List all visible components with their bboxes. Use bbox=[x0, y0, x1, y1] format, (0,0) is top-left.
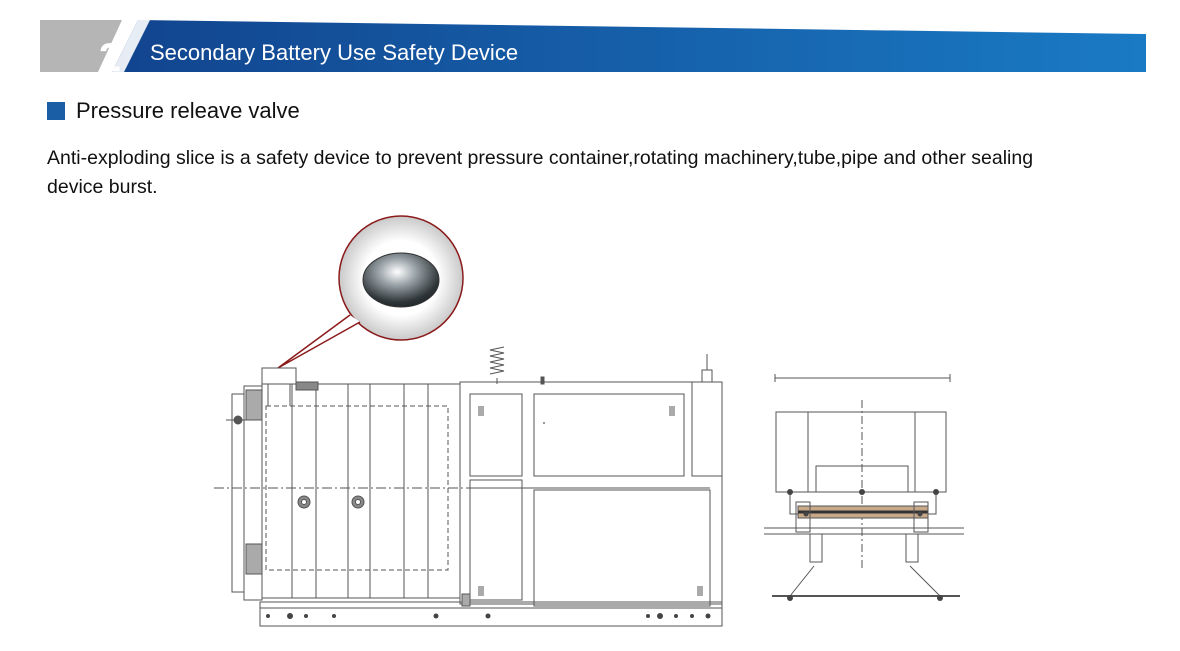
subheading: Pressure releave valve bbox=[47, 98, 300, 124]
callout bbox=[277, 215, 464, 369]
technical-drawing bbox=[214, 215, 964, 627]
section-title: Secondary Battery Use Safety Device bbox=[150, 40, 519, 65]
section-number: 2 bbox=[98, 36, 122, 80]
side-view-drawing bbox=[214, 346, 723, 627]
pressure-relief-valve-dome-icon bbox=[362, 252, 440, 308]
section-header-background bbox=[40, 20, 1146, 72]
section-header: 2 Secondary Battery Use Safety Device bbox=[40, 18, 1146, 78]
blue-square-bullet-icon bbox=[47, 102, 65, 120]
section-title-bar bbox=[112, 20, 1146, 72]
description-paragraph: Anti-exploding slice is a safety device … bbox=[47, 147, 1034, 198]
subheading-text: Pressure releave valve bbox=[76, 98, 300, 123]
section-number-tab bbox=[40, 20, 122, 72]
end-view-drawing bbox=[764, 374, 964, 601]
technical-drawing-figure bbox=[0, 210, 1180, 646]
